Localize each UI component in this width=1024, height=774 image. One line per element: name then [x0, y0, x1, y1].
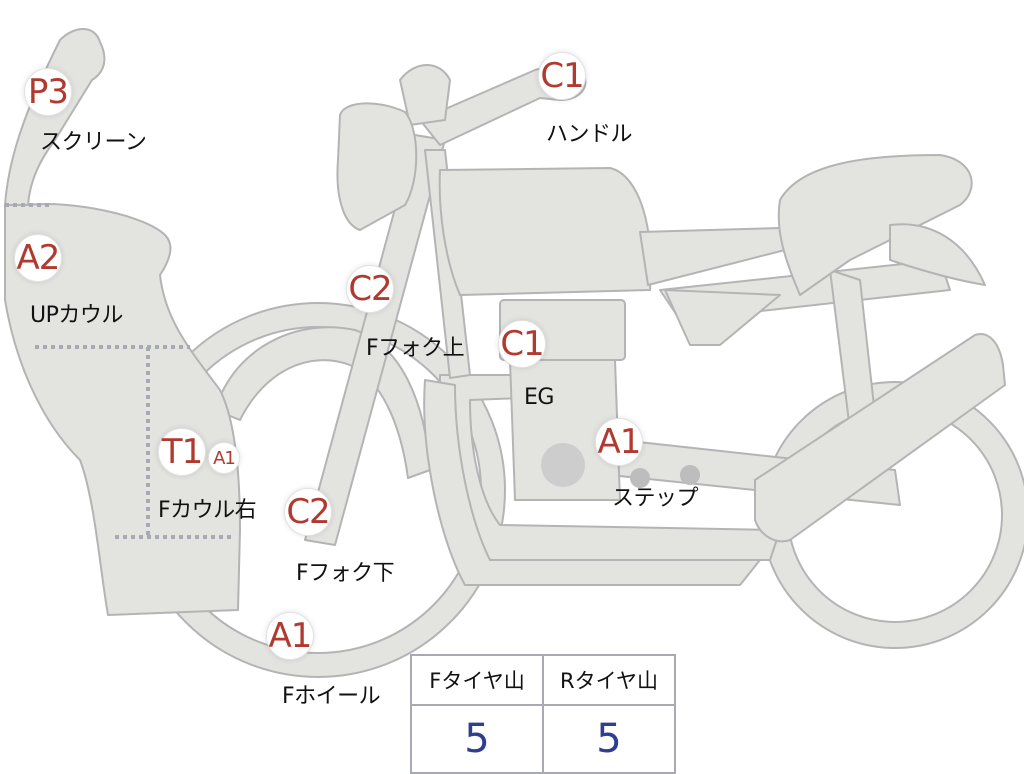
f-wheel-label: Fホイール: [282, 684, 381, 709]
fork-upper-code-badge: C2: [346, 265, 394, 313]
f-wheel-code-badge: A1: [266, 612, 314, 660]
handle-label: ハンドル: [546, 122, 633, 147]
fork-upper-label: Fフォク上: [366, 336, 465, 361]
rear-tire-header: Rタイヤ山: [542, 654, 676, 706]
windscreen: [4, 28, 106, 206]
engine-label: EG: [524, 385, 554, 410]
screen-code-badge: P3: [24, 68, 72, 116]
fork-lower-code-badge: C2: [284, 488, 332, 536]
tire-tread-table: Fタイヤ山 Rタイヤ山 5 5: [410, 654, 676, 774]
step-code-badge: A1: [595, 418, 643, 466]
f-cowl-right-code2-badge: A1: [208, 442, 240, 474]
front-tire-value: 5: [410, 704, 544, 774]
fairing: [4, 203, 241, 616]
rear-tire-value: 5: [542, 704, 676, 774]
muffler: [754, 333, 1006, 543]
fuel-tank: [438, 167, 652, 296]
f-cowl-right-label: Fカウル右: [158, 498, 257, 523]
engine-code-badge: C1: [498, 320, 546, 368]
fork-lower-label: Fフォク下: [296, 561, 395, 586]
headlight: [336, 102, 418, 231]
up-cowl-label: UPカウル: [30, 303, 123, 328]
up-cowl-code-badge: A2: [14, 234, 62, 282]
step-label: ステップ: [612, 486, 699, 511]
f-cowl-right-code-badge: T1: [158, 428, 206, 476]
handle-code-badge: C1: [538, 52, 586, 100]
screen-label: スクリーン: [40, 130, 147, 155]
seat: [777, 154, 973, 296]
front-tire-header: Fタイヤ山: [410, 654, 544, 706]
